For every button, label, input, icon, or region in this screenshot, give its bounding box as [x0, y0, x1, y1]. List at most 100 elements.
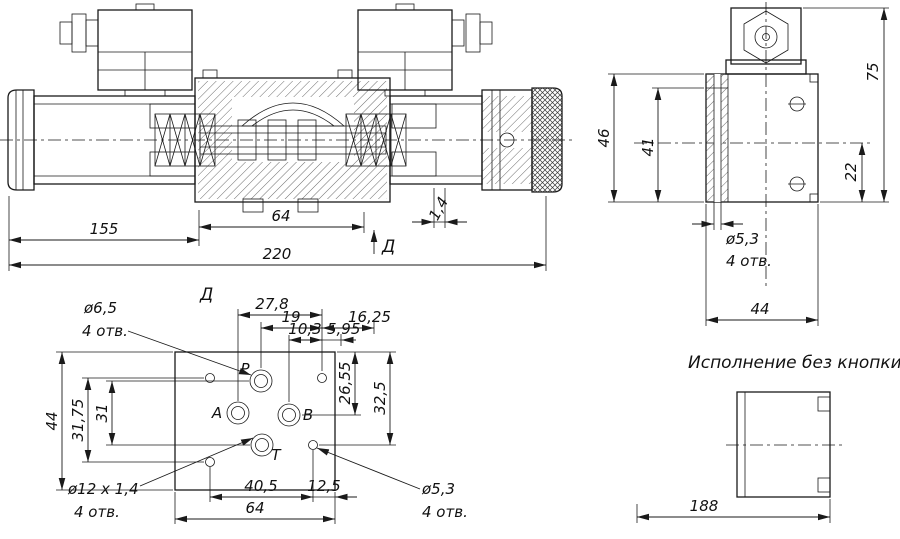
dim-1-4: 1,4: [412, 188, 467, 228]
mounting-hole: [317, 373, 327, 383]
armature-hatch: [391, 151, 437, 177]
dim-64-plate-label: 64: [245, 499, 264, 517]
dim-22: 22: [842, 143, 866, 202]
port-view: Д P A B T: [43, 285, 468, 524]
dim-26-55-label: 26,55: [336, 362, 354, 405]
button-center: [762, 33, 770, 41]
housing-hatch: [482, 96, 532, 132]
port-a: A: [211, 401, 250, 425]
leader-line: [316, 447, 421, 490]
dim-75: 75: [803, 7, 889, 203]
corner-detail: [809, 193, 819, 203]
top-dims: 27,8 19 10,3 5,95 16,25: [237, 295, 391, 402]
dim-22-label: 22: [842, 162, 860, 181]
dim-31-75-label: 31,75: [69, 399, 87, 442]
knurled-button: [531, 87, 563, 193]
dim-44-label: 44: [43, 411, 61, 430]
end-hole-callout: ø5,3 4 отв.: [692, 202, 772, 270]
dim-12-5-label: 12,5: [307, 477, 340, 495]
callout-counterbore: ø12 x 1,4 4 отв.: [67, 437, 254, 521]
mount-tab: [337, 69, 353, 79]
spool-land: [267, 119, 287, 161]
dim-188: 188: [636, 497, 831, 523]
callout-mounting: ø5,3 4 отв.: [316, 447, 468, 521]
mounting-hole: [308, 440, 318, 450]
left-spring: [154, 113, 216, 167]
right-dims: 26,55 32,5: [302, 351, 396, 446]
dim-41-label: 41: [639, 137, 657, 156]
armature-hatch: [391, 103, 437, 129]
port-t-label: T: [271, 446, 282, 464]
housing-hatch: [482, 148, 532, 184]
connector-neck: [384, 89, 426, 97]
spool-land: [237, 119, 257, 161]
hex-nut: [743, 10, 789, 64]
port-a-label: A: [211, 404, 222, 422]
dim-44-end: 44: [705, 204, 819, 326]
channel-arch-outer: [240, 102, 346, 127]
dim-75-label: 75: [864, 62, 882, 81]
body-hatch: [232, 162, 354, 199]
left-end-cap: [7, 89, 35, 191]
port-stub: [242, 198, 264, 213]
callout-mounting-qty: 4 отв.: [422, 503, 468, 521]
corner-detail: [809, 73, 819, 83]
no-button-view: Исполнение без кнопки 188: [636, 353, 900, 523]
callout-ports-qty: 4 отв.: [82, 322, 128, 340]
leader-line: [127, 330, 252, 376]
dim-64: 64: [199, 207, 365, 233]
right-connector: [357, 3, 493, 97]
mounting-hole: [205, 373, 215, 383]
dim-64-label: 64: [271, 207, 290, 225]
body-hatch: [354, 81, 387, 199]
cable-gland: [451, 19, 465, 47]
dim-40-5-label: 40,5: [244, 477, 277, 495]
end-view: 46 41 75 22 ø5,3 4 отв.: [595, 2, 889, 326]
dim-41: 41: [639, 87, 704, 202]
view-arrow-label: Д: [381, 237, 395, 257]
leader-line: [139, 437, 254, 487]
cable-gland: [59, 21, 73, 45]
dim-10-3-label: 10,3: [288, 320, 321, 338]
connector-neck: [124, 89, 166, 97]
cable-gland: [479, 21, 493, 45]
bolt-hole-channel: [713, 74, 722, 202]
dim-155: 155: [8, 196, 200, 271]
end-tab: [817, 477, 831, 493]
end-hole-dia-label: ø5,3: [725, 230, 759, 248]
button-circle: [754, 25, 778, 49]
spool-land: [297, 119, 317, 161]
channel-arch-inner: [251, 109, 335, 127]
no-button-body: [736, 391, 831, 498]
dim-155-label: 155: [90, 220, 119, 238]
dim-220: 220: [9, 196, 547, 271]
cable-gland: [465, 13, 481, 53]
override-pin: [499, 132, 515, 148]
view-direction-arrow: Д: [370, 230, 395, 257]
cable-gland: [85, 19, 99, 47]
dim-220-label: 220: [263, 245, 292, 263]
button-housing: [730, 7, 802, 65]
mount-tab: [202, 69, 218, 79]
end-tab: [817, 396, 831, 412]
callout-ports-dia: ø6,5: [83, 299, 117, 317]
callout-cbore-qty: 4 отв.: [74, 503, 120, 521]
callout-ports: ø6,5 4 отв.: [82, 299, 252, 376]
dim-19-label: 19: [281, 308, 300, 326]
dim-44-end-label: 44: [750, 300, 769, 318]
dim-27-8-label: 27,8: [255, 295, 288, 313]
callout-mounting-dia: ø5,3: [421, 480, 455, 498]
bottom-dims: 40,5 12,5 64: [174, 450, 357, 524]
end-hole-qty-label: 4 отв.: [726, 252, 772, 270]
dim-46: 46: [595, 73, 704, 203]
right-spring: [345, 113, 407, 167]
dim-188-label: 188: [690, 497, 719, 515]
mounting-plate: [174, 351, 336, 491]
cable-gland: [71, 13, 87, 53]
dim-46-label: 46: [595, 128, 613, 147]
port-t: T: [250, 433, 282, 464]
dim-16-25-label: 16,25: [348, 308, 391, 326]
port-p-label: P: [240, 360, 250, 378]
